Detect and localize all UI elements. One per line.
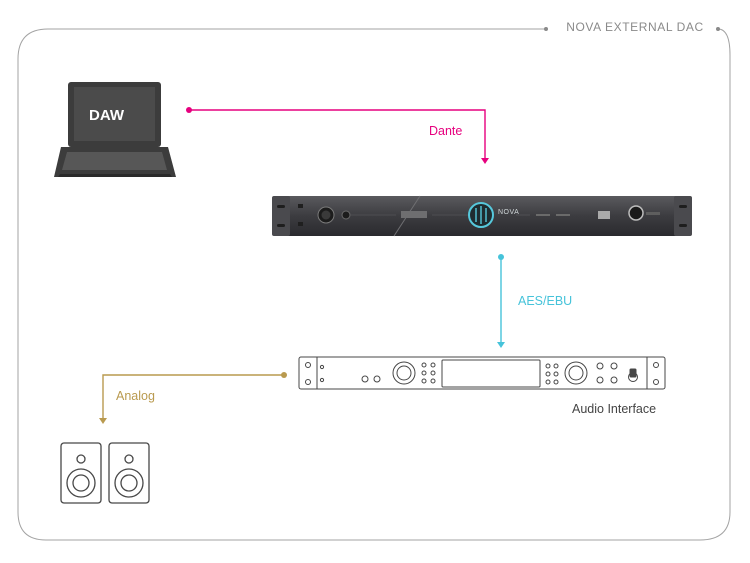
dante-label: Dante — [429, 124, 463, 138]
nova-brand-label: NOVA — [498, 209, 520, 216]
laptop-icon — [54, 82, 176, 177]
analog-label: Analog — [116, 389, 155, 403]
diagram-frame — [17, 28, 731, 541]
laptop-label: DAW — [89, 107, 124, 124]
nova-dac-unit — [272, 195, 692, 237]
aes-ebu-label: AES/EBU — [518, 294, 573, 308]
diagram-title: NOVA EXTERNAL DAC — [566, 20, 704, 34]
dante-connection — [186, 107, 489, 164]
audio-interface-unit — [298, 356, 666, 390]
audio-interface-label: Audio Interface — [572, 402, 657, 416]
frame-dot-right — [716, 27, 720, 31]
aes-ebu-connection — [497, 254, 505, 348]
frame-dot-left — [544, 27, 548, 31]
analog-connection — [99, 372, 287, 424]
speaker-right-icon — [108, 442, 150, 504]
speaker-left-icon — [60, 442, 102, 504]
